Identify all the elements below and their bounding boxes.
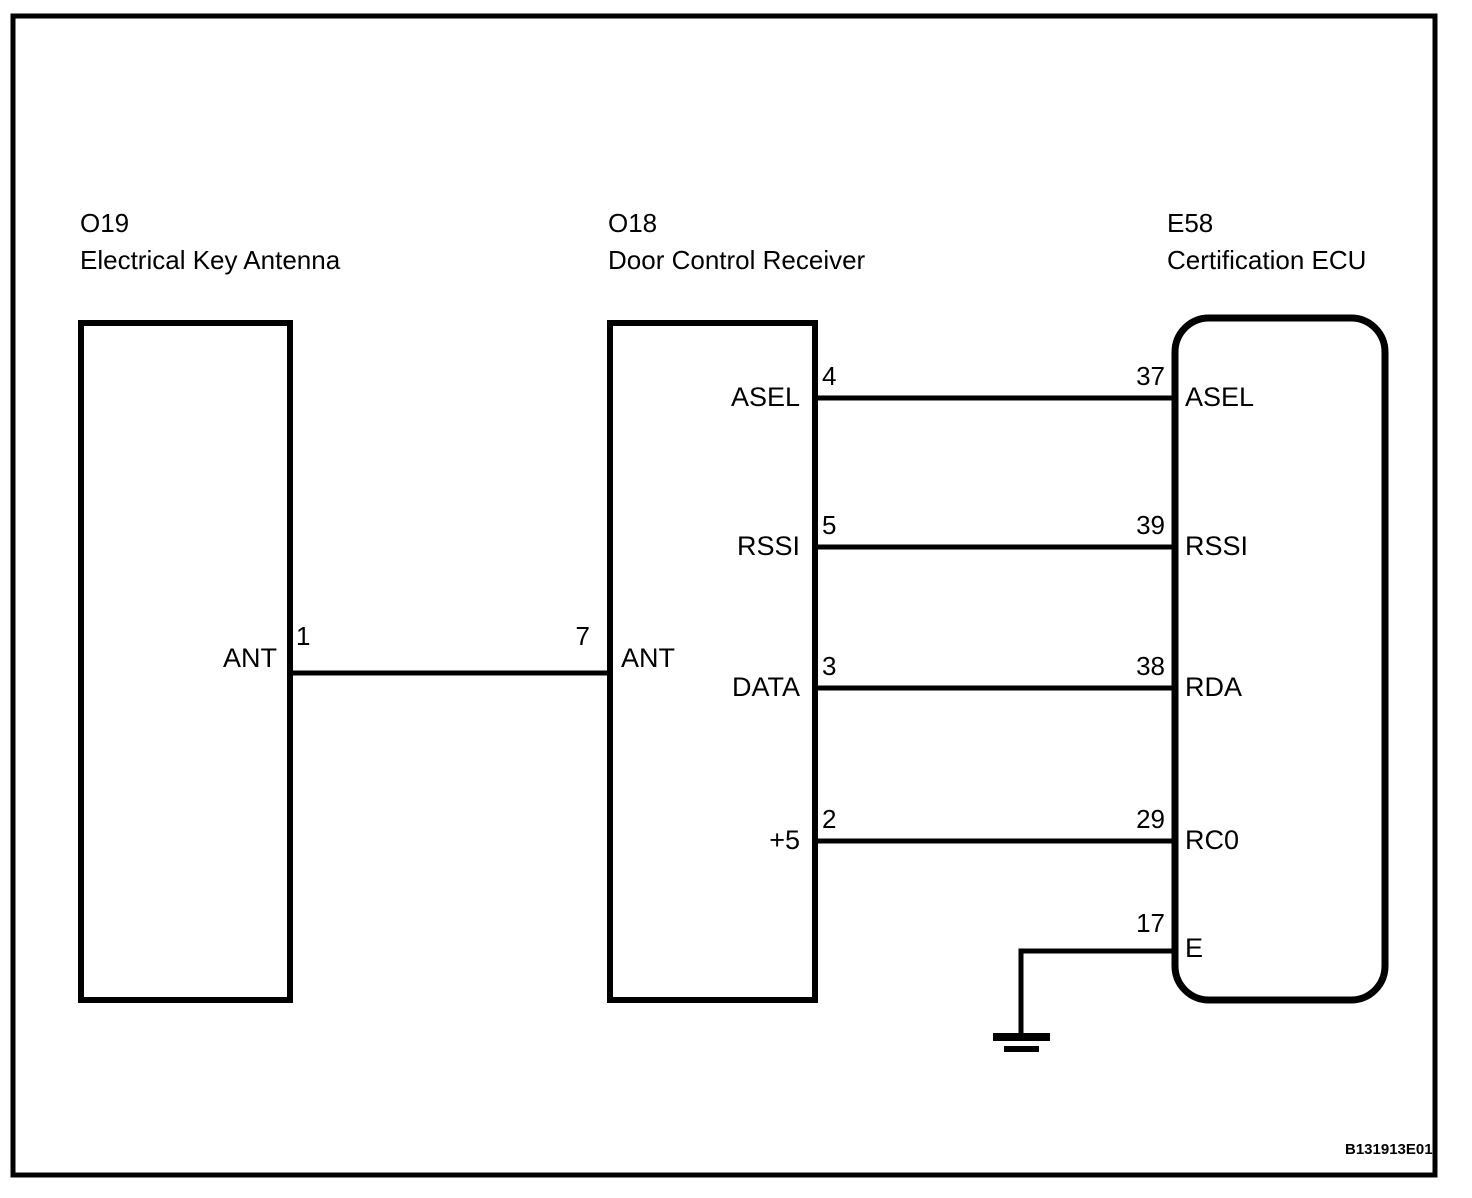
diagram-reference-code: B131913E01 xyxy=(1345,1141,1433,1158)
pin-number-o18-ant: 7 xyxy=(575,621,590,651)
component-box-o19 xyxy=(78,320,293,1003)
wire-ground xyxy=(1018,948,1178,1034)
terminal-label-o19-ant: ANT xyxy=(223,643,277,673)
component-code-e58: E58 xyxy=(1167,208,1214,238)
pin-number-o18-plus5: 2 xyxy=(822,804,837,834)
terminal-label-o18-asel: ASEL xyxy=(730,382,800,412)
pin-number-o18-data: 3 xyxy=(822,651,837,681)
outer-border xyxy=(10,13,1438,1178)
pin-number-e58-rda: 38 xyxy=(1136,651,1165,681)
pin-number-e58-rc0: 29 xyxy=(1136,804,1165,834)
terminal-label-o18-plus5: +5 xyxy=(769,825,800,855)
terminal-label-e58-rssi: RSSI xyxy=(1185,531,1249,561)
component-name-o19: Electrical Key Antenna xyxy=(80,245,341,275)
terminal-label-e58-rc0: RC0 xyxy=(1185,825,1240,855)
terminal-label-o18-ant: ANT xyxy=(621,643,675,673)
pin-number-o18-rssi: 5 xyxy=(822,510,837,540)
terminal-label-e58-asel: ASEL xyxy=(1185,382,1255,412)
component-box-e58 xyxy=(1171,314,1389,1004)
component-name-o18: Door Control Receiver xyxy=(608,245,866,275)
component-code-o19: O19 xyxy=(80,208,130,238)
terminal-label-e58-rda: RDA xyxy=(1185,672,1243,702)
component-code-o18: O18 xyxy=(608,208,658,238)
terminal-label-o18-rssi: RSSI xyxy=(736,531,800,561)
pin-number-e58-e: 17 xyxy=(1136,908,1165,938)
terminal-label-e58-e: E xyxy=(1185,933,1204,963)
component-name-e58: Certification ECU xyxy=(1167,245,1367,275)
terminal-label-o18-data: DATA xyxy=(731,672,800,702)
component-box-o18 xyxy=(607,320,818,1003)
pin-number-e58-rssi: 39 xyxy=(1136,510,1165,540)
pin-number-o18-asel: 4 xyxy=(822,361,837,391)
pin-number-e58-asel: 37 xyxy=(1136,361,1165,391)
pin-number-o19-ant: 1 xyxy=(296,621,311,651)
